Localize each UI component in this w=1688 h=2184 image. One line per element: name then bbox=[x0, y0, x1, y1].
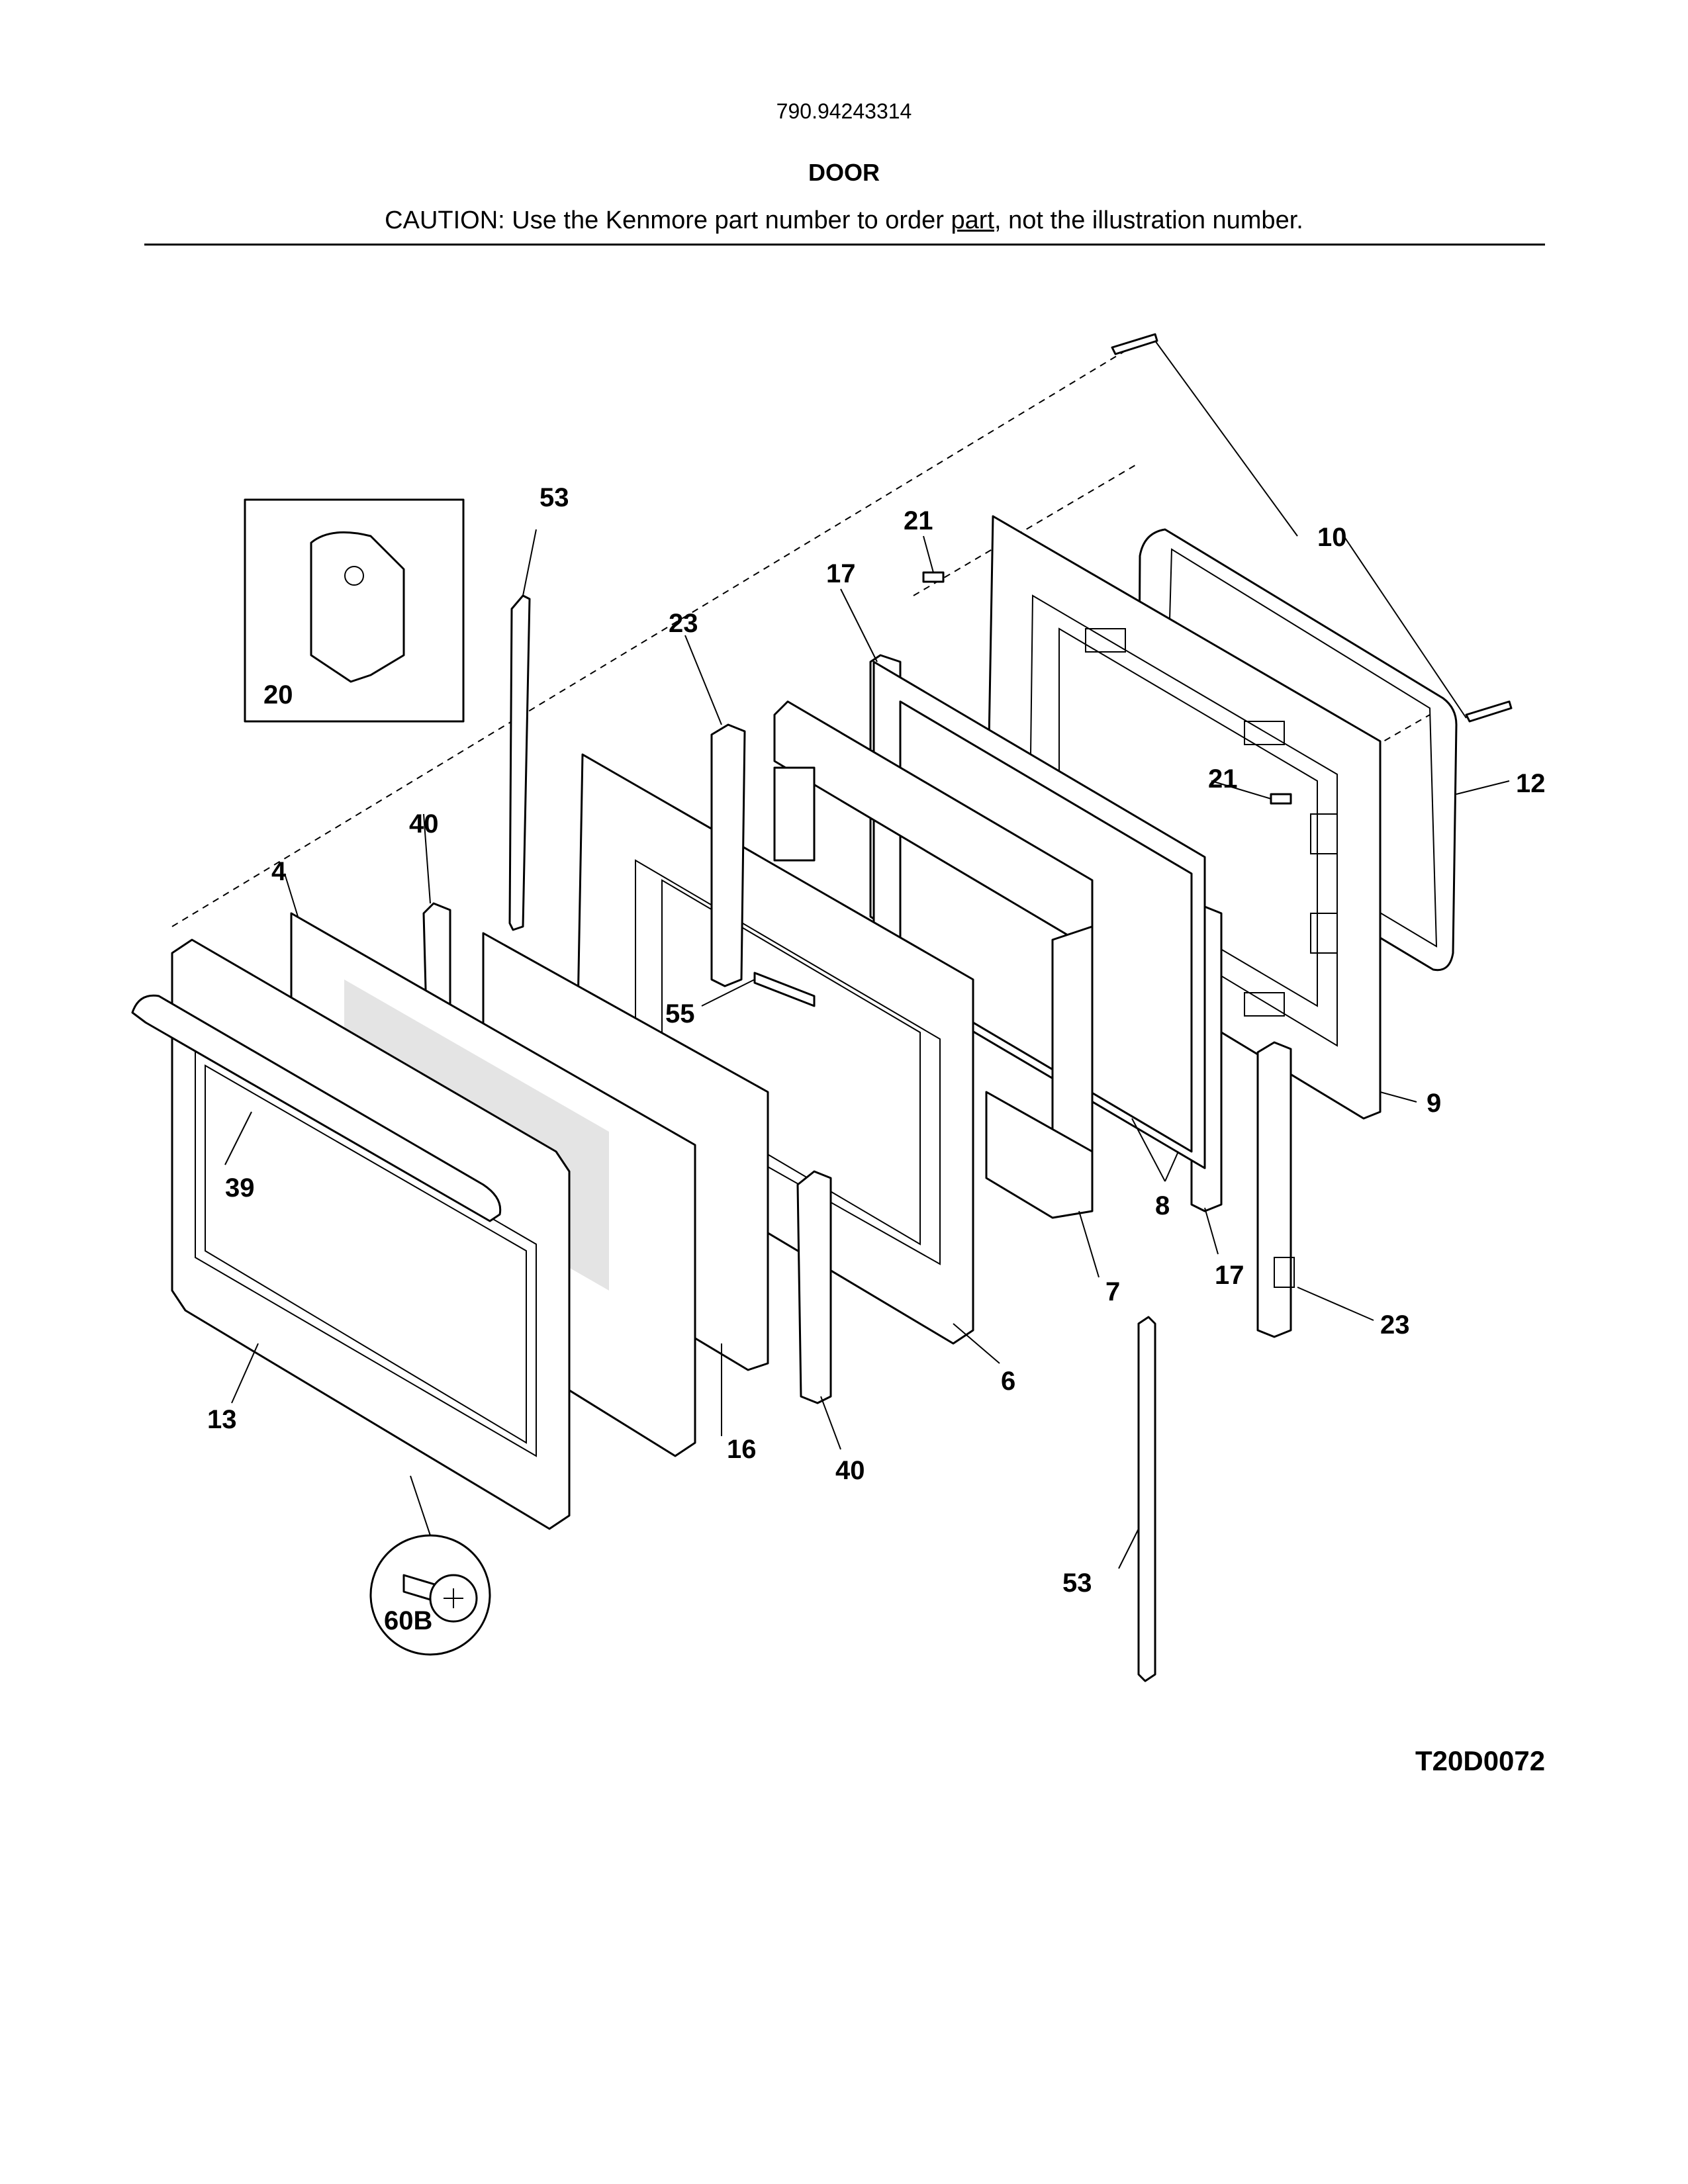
callout-21-top: 21 bbox=[904, 506, 933, 535]
callout-4: 4 bbox=[271, 857, 287, 886]
callout-10: 10 bbox=[1317, 523, 1347, 552]
callout-40-top: 40 bbox=[409, 809, 439, 839]
callout-53-bottom: 53 bbox=[1062, 1569, 1092, 1598]
callout-60b: 60B bbox=[384, 1606, 432, 1635]
callout-40-bottom: 40 bbox=[835, 1456, 865, 1485]
callout-55: 55 bbox=[665, 999, 695, 1028]
caution-text-underlined: part bbox=[951, 206, 994, 234]
callout-6: 6 bbox=[1001, 1367, 1015, 1396]
inset-cover-20 bbox=[244, 498, 465, 723]
callout-21-mid: 21 bbox=[1208, 764, 1238, 794]
callout-39: 39 bbox=[225, 1173, 255, 1203]
diagram-code: T20D0072 bbox=[1415, 1745, 1545, 1776]
caution-note: CAUTION: Use the Kenmore part number to … bbox=[0, 206, 1688, 235]
hinge-part bbox=[710, 723, 1295, 1338]
callout-12: 12 bbox=[1516, 769, 1546, 798]
callout-labels: 53 21 10 17 23 20 12 21 40 4 55 9 39 8 7… bbox=[207, 483, 1546, 1635]
caution-text-after: , not the illustration number. bbox=[994, 206, 1303, 234]
callout-17-bottom: 17 bbox=[1215, 1261, 1244, 1290]
callout-23-top: 23 bbox=[669, 609, 698, 638]
callout-23-bottom: 23 bbox=[1380, 1310, 1410, 1340]
clip-21-part bbox=[922, 571, 1292, 805]
screw-10-part bbox=[1111, 333, 1513, 723]
model-number: 790.94243314 bbox=[776, 99, 912, 123]
door-handle-part bbox=[131, 994, 502, 1222]
callout-17-top: 17 bbox=[826, 559, 856, 588]
header-divider bbox=[144, 244, 1545, 246]
callout-13: 13 bbox=[207, 1405, 237, 1434]
leader-lines bbox=[224, 340, 1510, 1569]
section-title: DOOR bbox=[808, 159, 880, 186]
callout-53-top: 53 bbox=[539, 483, 569, 512]
callout-20: 20 bbox=[263, 680, 293, 709]
callout-16: 16 bbox=[727, 1435, 757, 1464]
callout-9: 9 bbox=[1427, 1089, 1441, 1118]
callout-8: 8 bbox=[1155, 1191, 1170, 1220]
caution-text-before: CAUTION: Use the Kenmore part number to … bbox=[385, 206, 951, 234]
screw-60b-detail bbox=[369, 1534, 491, 1656]
insulation-7-part bbox=[773, 700, 1094, 1219]
callout-7: 7 bbox=[1105, 1277, 1120, 1306]
